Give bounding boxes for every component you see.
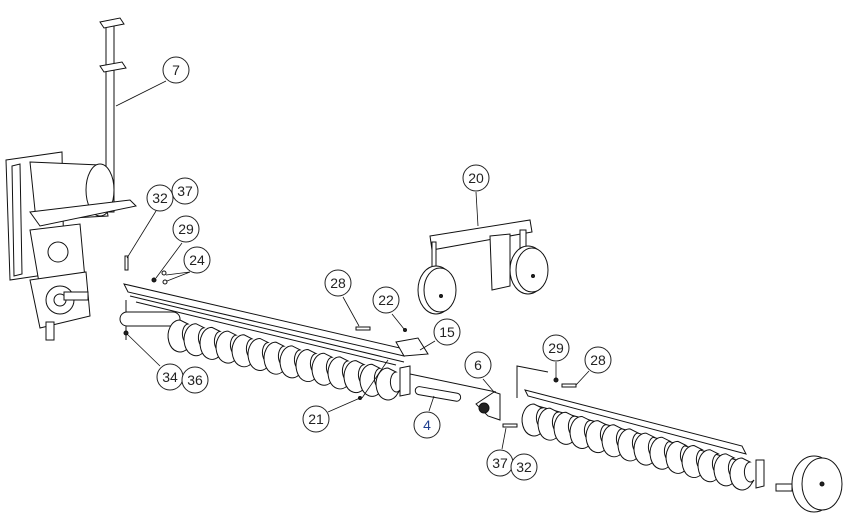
callout-22: 22 [372, 286, 400, 314]
svg-text:20: 20 [468, 170, 484, 186]
svg-text:4: 4 [423, 417, 431, 433]
callout-28: 28 [324, 269, 352, 297]
motor [5, 151, 138, 341]
auger-flight [375, 367, 401, 401]
svg-text:6: 6 [474, 357, 482, 373]
callout-20: 20 [462, 164, 490, 192]
callout-6: 6 [464, 351, 492, 379]
svg-text:36: 36 [187, 372, 203, 388]
callout-32: 32 [146, 184, 174, 212]
svg-text:32: 32 [516, 459, 532, 475]
wheel-assembly [417, 219, 549, 315]
drive-shaft [414, 386, 462, 402]
callout-36: 36 [181, 366, 209, 394]
svg-text:37: 37 [492, 455, 508, 471]
callout-28b: 28 [584, 346, 612, 374]
svg-text:28: 28 [330, 275, 346, 291]
auger-flighting-1 [167, 319, 401, 401]
bearing-block [409, 373, 501, 421]
svg-text:21: 21 [308, 411, 324, 427]
callout-37: 37 [171, 177, 199, 205]
svg-text:7: 7 [172, 62, 180, 78]
svg-text:29: 29 [548, 340, 564, 356]
svg-text:32: 32 [152, 190, 168, 206]
auger-trough-1 [119, 283, 411, 397]
callout-29: 29 [172, 215, 200, 243]
svg-text:28: 28 [590, 352, 606, 368]
end-cap-pulley [775, 455, 843, 513]
svg-text:24: 24 [189, 252, 205, 268]
motor-mast [99, 17, 127, 213]
callout-32b: 32 [510, 453, 538, 481]
callout-24: 24 [183, 246, 211, 274]
svg-text:34: 34 [162, 369, 178, 385]
callout-34: 34 [156, 363, 184, 391]
callout-37b: 37 [486, 449, 514, 477]
svg-text:15: 15 [439, 324, 455, 340]
callout-21: 21 [302, 405, 330, 433]
svg-text:29: 29 [178, 221, 194, 237]
auger-flighting-2 [521, 403, 755, 491]
callout-4: 4 [413, 411, 441, 439]
chute [395, 337, 429, 357]
svg-text:22: 22 [378, 292, 394, 308]
svg-text:37: 37 [177, 183, 193, 199]
leader-lines [115, 80, 590, 450]
auger-flight [729, 457, 755, 491]
callout-7: 7 [162, 56, 190, 84]
callout-29b: 29 [542, 334, 570, 362]
callout-15: 15 [433, 318, 461, 346]
